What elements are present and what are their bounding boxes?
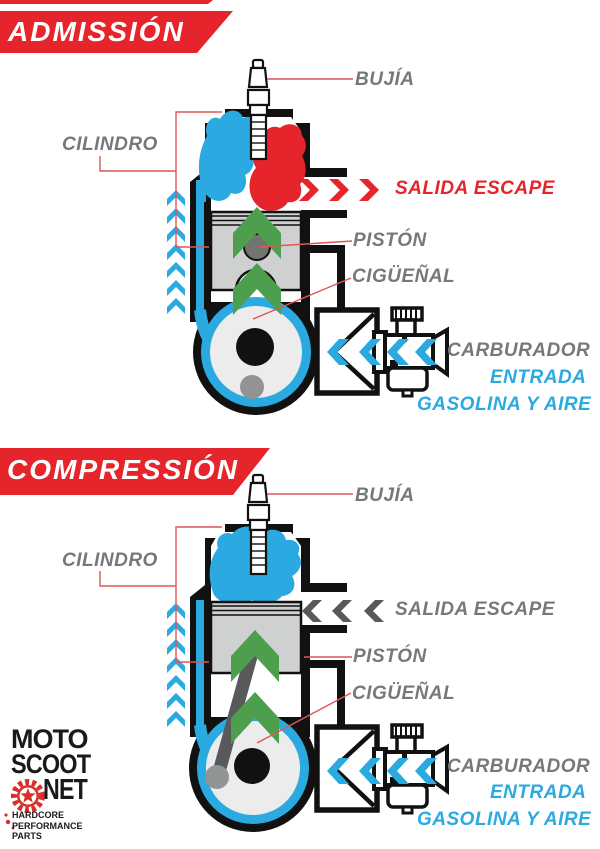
- carburetor-icon: [314, 306, 449, 398]
- transfer-channel: [196, 185, 204, 317]
- connecting-rod: [212, 635, 262, 779]
- crankshaft: [236, 328, 274, 366]
- logo-tagline-performance: PERFORMANCE: [12, 820, 83, 831]
- crankshaft: [234, 748, 270, 784]
- entrada-label: ENTRADA: [490, 367, 587, 388]
- exhaust-out-arrows: [299, 179, 379, 201]
- compression-banner-title: COMPRESSIÓN: [7, 454, 240, 485]
- exhaust-closed-arrows: [302, 600, 384, 622]
- ciguenal-label: CIGÜEÑAL: [352, 683, 456, 704]
- gasolina-y-aire-label: GASOLINA Y AIRE: [417, 394, 592, 415]
- piston-label: PISTÓN: [353, 646, 427, 667]
- salida-escape-label: SALIDA ESCAPE: [395, 599, 555, 620]
- logo-scoot: SCOOT: [11, 749, 91, 779]
- entrada-label: ENTRADA: [490, 782, 587, 803]
- cylinder-liner: [204, 190, 211, 302]
- bujia-label: BUJÍA: [355, 69, 415, 90]
- admission-banner-shape: [0, 0, 233, 53]
- cilindro-label: CILINDRO: [62, 550, 158, 571]
- bujia-label: BUJÍA: [355, 485, 415, 506]
- leader-lines: [99, 78, 353, 320]
- gear-star-icon: [4, 779, 45, 830]
- logo-moto: MOTO: [11, 724, 88, 754]
- logo-tagline-parts: PARTS: [12, 831, 42, 841]
- admission-banner-title: ADMISSIÓN: [8, 16, 185, 47]
- ciguenal-label: CIGÜEÑAL: [352, 266, 456, 287]
- logo-net: NET: [43, 774, 88, 806]
- piston-up-arrows: [231, 630, 279, 744]
- spark-plug-icon: [246, 58, 271, 161]
- salida-escape-label: SALIDA ESCAPE: [395, 178, 555, 199]
- carburador-label: CARBURADOR: [447, 756, 591, 777]
- carburador-label: CARBURADOR: [447, 340, 591, 361]
- compression-engine: [99, 473, 449, 832]
- intake-arrows: [327, 339, 437, 365]
- gasolina-y-aire-label: GASOLINA Y AIRE: [417, 809, 592, 830]
- leader-lines: [99, 493, 353, 744]
- compression-banner-shape: [0, 448, 270, 495]
- cylinder-liner: [204, 605, 211, 717]
- piston-label: PISTÓN: [353, 230, 427, 251]
- crank-pin: [240, 375, 264, 399]
- crank-pin: [205, 765, 229, 789]
- spark-plug-icon: [246, 473, 271, 576]
- cilindro-label: CILINDRO: [62, 134, 158, 155]
- logo-tagline-hardcore: HARDCORE: [12, 810, 65, 820]
- admission-engine: [99, 58, 449, 415]
- transfer-channel: [196, 600, 204, 732]
- fresh-mixture-blob: [198, 110, 258, 201]
- intake-arrows: [327, 758, 437, 784]
